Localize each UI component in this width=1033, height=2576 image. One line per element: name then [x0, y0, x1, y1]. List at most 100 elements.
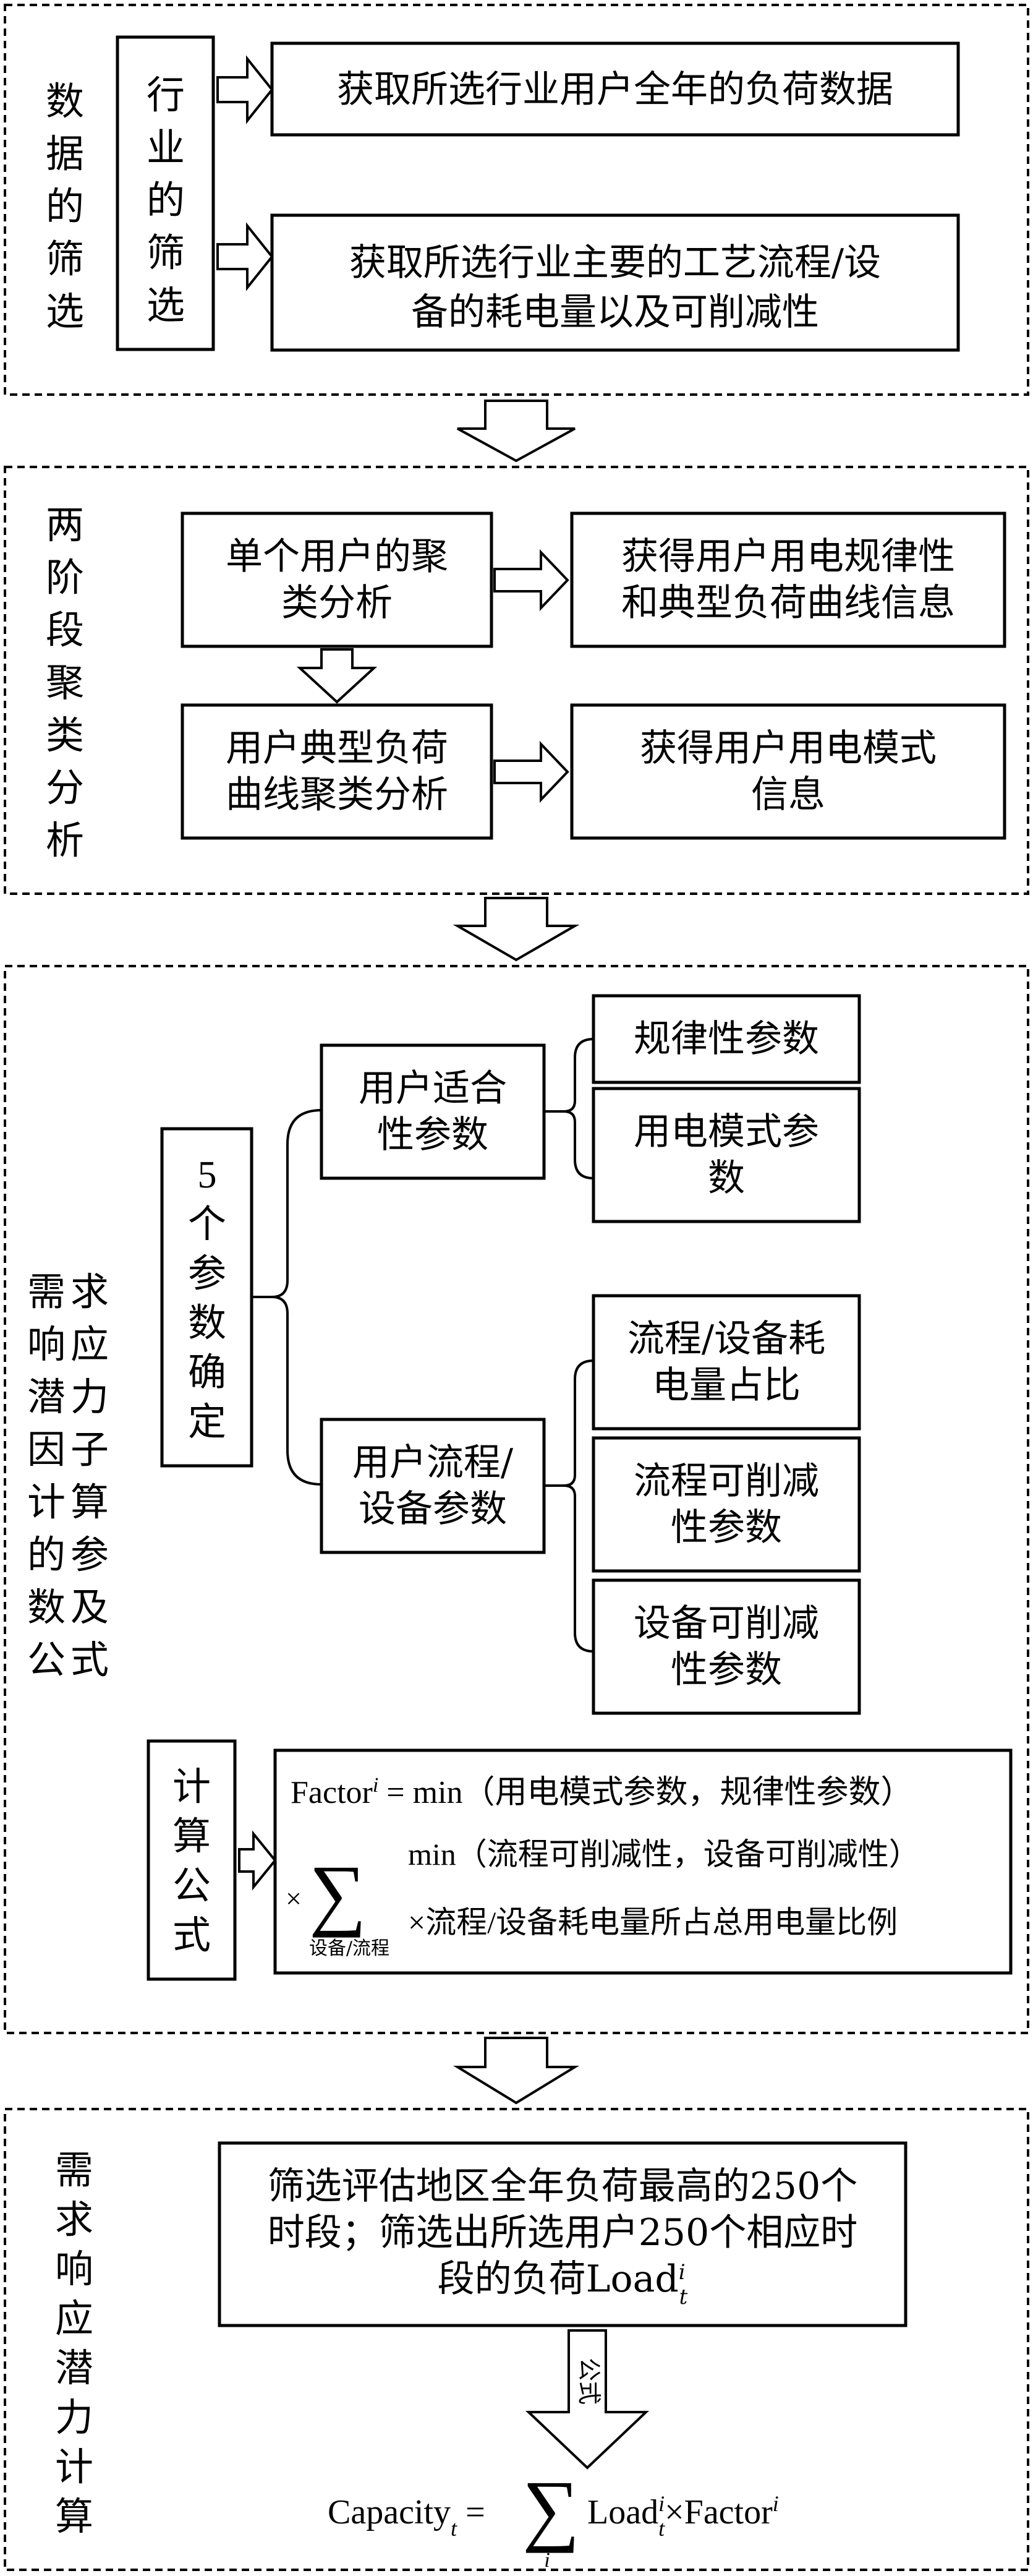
sigma-subscript: i	[544, 2549, 550, 2572]
box-typical-curve-clustering	[181, 703, 493, 840]
title-char: 算	[55, 2494, 93, 2539]
box-text: 流程可削减	[634, 1460, 819, 1503]
title-char: 需	[55, 2147, 93, 2193]
arrow-right-icon	[493, 741, 569, 803]
title-char: 选	[46, 289, 84, 334]
title-char: 求	[70, 1269, 109, 1314]
box-text: 类分析	[281, 581, 393, 625]
box-text: 电量占比	[652, 1364, 801, 1407]
box-process-consumption	[270, 213, 960, 352]
usage-pattern-param-box	[592, 1087, 861, 1223]
factor-formula: Factori = min（用电模式参数，规律性参数） min（流程可削减性，设…	[286, 1774, 920, 1960]
box-text: 规律性参数	[634, 1017, 819, 1061]
capacity-symbol: Capacity	[328, 2493, 451, 2531]
brace-main	[271, 1109, 322, 1486]
title-char: 类	[46, 712, 84, 758]
box-text: 筛选评估地区全年负荷最高的250个	[268, 2165, 858, 2208]
box-text: 信息	[751, 773, 825, 816]
box-text: 单个用户的聚	[226, 535, 448, 578]
title-char: 潜	[55, 2345, 93, 2390]
section-1-title: 数 据 的 筛 选	[46, 79, 84, 334]
title-char: 力	[70, 1374, 109, 1419]
box-text: 数	[708, 1157, 745, 1200]
arrow-down-icon	[457, 400, 576, 463]
brace-user-fit	[563, 1038, 594, 1179]
arrow-right-icon	[238, 1830, 277, 1891]
title-char: 求	[55, 2197, 93, 2242]
load-symbol: Load	[587, 2493, 658, 2531]
box-text: 性参数	[671, 1506, 782, 1549]
title-char: 因	[27, 1427, 66, 1472]
section-data-screening: 数 据 的 筛 选 行 业 的 筛 选 获取所选行业用户全年的负荷数据 获取所选…	[4, 4, 1029, 396]
section-potential-calculation: 需 求 响 应 潜 力 计 算 筛选评估地区全年负荷最高的250个 时段；筛选出…	[4, 2108, 1029, 2572]
label-char: 行	[147, 72, 185, 118]
section-4-frame	[4, 2108, 1029, 2571]
superscript-i: i	[773, 2491, 779, 2516]
title-char: 计	[55, 2444, 93, 2489]
sigma-subscript: 设备/流程	[309, 1938, 389, 1959]
label-char: 参	[188, 1251, 226, 1296]
box-text: 用户适合	[359, 1067, 507, 1110]
box-text: 时段；筛选出所选用户250个相应时	[268, 2211, 858, 2254]
title-char: 析	[46, 818, 84, 863]
label-char: 计	[172, 1764, 211, 1809]
title-char: 参	[70, 1532, 109, 1577]
five-params-box	[160, 1127, 253, 1468]
box-text: 曲线聚类分析	[226, 773, 448, 816]
box-text: 性参数	[671, 1648, 782, 1692]
arrow-right-icon	[216, 222, 274, 291]
times-factor: ×Factor	[665, 2493, 773, 2531]
industry-screening-box	[116, 35, 215, 351]
arrow-right-icon	[493, 549, 569, 611]
arrow-right-icon	[216, 55, 274, 124]
capacity-lhs: Capacityt =	[328, 2493, 485, 2541]
superscript-i: i	[658, 2491, 665, 2516]
industry-screening-label: 行 业 的 筛 选	[147, 72, 185, 328]
title-char: 及	[70, 1585, 109, 1630]
formula-line-3: ×流程/设备耗电量所占总用电量比例	[408, 1905, 898, 1940]
arrow-down-icon	[525, 2329, 650, 2470]
title-char: 响	[55, 2246, 93, 2291]
section-2-frame	[4, 466, 1029, 895]
label-char: 5	[198, 1154, 217, 1196]
box-text: 获得用户用电规律性	[621, 535, 955, 578]
label-char: 选	[147, 283, 185, 328]
section-3-frame	[4, 965, 1029, 2034]
box-annual-load-data	[270, 41, 960, 137]
title-char: 筛	[46, 236, 84, 281]
section-2-title: 两 阶 段 聚 类 分 析	[46, 502, 84, 863]
title-char: 算	[70, 1479, 109, 1525]
box-text: 获取所选行业主要的工艺流程/设	[349, 241, 881, 285]
title-char: 力	[55, 2395, 93, 2440]
title-char: 式	[70, 1637, 109, 1682]
box-text: 备的耗电量以及可削减性	[411, 291, 819, 334]
label-char: 算	[172, 1813, 211, 1859]
title-char: 计	[27, 1479, 66, 1525]
box-text: 设备参数	[359, 1487, 507, 1531]
title-char: 潜	[27, 1374, 66, 1419]
title-char: 段	[46, 607, 84, 653]
box-text: 性参数	[377, 1113, 488, 1157]
label-char: 定	[188, 1399, 226, 1444]
label-char: 确	[188, 1350, 226, 1395]
superscript-i: i	[373, 1774, 378, 1797]
box-text-prefix: 段的负荷Load	[438, 2257, 679, 2301]
title-char: 子	[70, 1427, 109, 1472]
label-char: 式	[172, 1912, 211, 1958]
title-char: 响	[27, 1322, 66, 1367]
five-params-label: 5 个 参 数 确 定	[188, 1154, 226, 1444]
formula-label-box	[147, 1739, 237, 1981]
section-3-title: 需 求 响 应 潜 力 因 子 计 算 的 参 数 及 公 式	[27, 1269, 109, 1682]
box-text: 用户流程/	[352, 1441, 514, 1484]
box-usage-pattern-info	[570, 703, 1006, 840]
screening-peak-box	[218, 2141, 908, 2327]
formula-line-1: Factori = min（用电模式参数，规律性参数）	[291, 1774, 913, 1811]
brace-user-process	[563, 1359, 594, 1653]
sigma-symbol: ∑	[309, 1849, 367, 1938]
box-text: 流程/设备耗	[627, 1317, 825, 1361]
box-text: 用户典型负荷	[226, 727, 448, 770]
title-char: 需	[27, 1269, 66, 1314]
formula-min-text: = min（用电模式参数，规律性参数）	[378, 1775, 912, 1810]
